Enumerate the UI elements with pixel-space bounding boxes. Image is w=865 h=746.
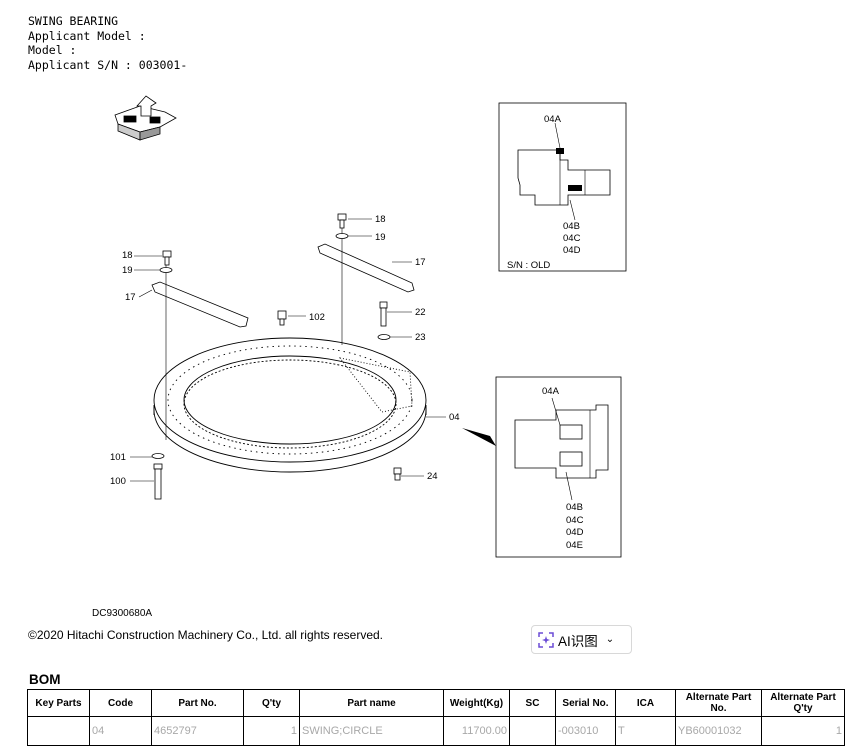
callout-04: 04 [449, 412, 460, 423]
inset-top-note: S/N : OLD [507, 260, 550, 271]
cell-ica: T [615, 716, 676, 746]
inset-bottom-04e: 04E [566, 540, 583, 551]
callout-24: 24 [427, 471, 438, 482]
cell-serial-no: -003010 [555, 716, 616, 746]
parts-diagram: 04A 04B 04C 04D S/N : OLD 04A 04B 04C 04… [110, 95, 627, 558]
col-sc: SC [509, 689, 556, 717]
chevron-down-icon: ⌄ [605, 634, 615, 645]
col-alt-part-qty: Alternate Part Q'ty [761, 689, 845, 717]
callout-19-right: 19 [375, 232, 386, 243]
inset-top-04d: 04D [563, 245, 581, 256]
cell-alt-part-no[interactable]: YB60001032 [675, 716, 762, 746]
bom-table: Key Parts Code Part No. Q'ty Part name W… [27, 689, 845, 746]
callout-101: 101 [110, 452, 126, 463]
cell-part-name: SWING;CIRCLE [299, 716, 444, 746]
cell-alt-part-qty: 1 [761, 716, 845, 746]
applicant-model-label: Applicant Model : [28, 28, 146, 43]
cell-sc [509, 716, 556, 746]
callout-23: 23 [415, 332, 426, 343]
bracket-right [317, 226, 415, 345]
col-weight: Weight(Kg) [443, 689, 510, 717]
cell-key-parts [27, 716, 90, 746]
cell-qty: 1 [243, 716, 300, 746]
applicant-sn-label: Applicant S/N : 003001- [28, 57, 188, 72]
table-row[interactable]: 04 4652797 1 SWING;CIRCLE 11700.00 -0030… [27, 716, 845, 746]
drawing-code: DC9300680A [92, 608, 153, 619]
callout-102: 102 [309, 312, 325, 323]
callout-18-right: 18 [375, 214, 386, 225]
detail-pointer [462, 428, 496, 446]
inset-top-04a: 04A [544, 114, 562, 125]
col-qty: Q'ty [243, 689, 300, 717]
callout-19-left: 19 [122, 265, 133, 276]
copyright-notice: ©2020 Hitachi Construction Machinery Co.… [28, 628, 384, 642]
bom-header-row: Key Parts Code Part No. Q'ty Part name W… [27, 689, 845, 717]
cell-weight: 11700.00 [443, 716, 510, 746]
inset-top-04b: 04B [563, 221, 580, 232]
bom-title: BOM [29, 672, 61, 687]
model-label: Model : [28, 43, 77, 58]
col-code: Code [89, 689, 152, 717]
inset-detail-old [498, 102, 627, 272]
inset-bottom-04b: 04B [566, 502, 583, 513]
bracket-left [151, 263, 249, 440]
cell-part-no[interactable]: 4652797 [151, 716, 244, 746]
col-part-name: Part name [299, 689, 444, 717]
callout-18-left: 18 [122, 250, 133, 261]
drawing-title: SWING BEARING [28, 14, 119, 28]
cell-code: 04 [89, 716, 152, 746]
col-serial-no: Serial No. [555, 689, 616, 717]
orientation-pictogram [114, 95, 177, 141]
callout-17-right: 17 [415, 257, 426, 268]
col-part-no: Part No. [151, 689, 244, 717]
callout-22: 22 [415, 307, 426, 318]
callout-17-left: 17 [125, 292, 136, 303]
inset-detail-new [495, 376, 622, 558]
col-key-parts: Key Parts [27, 689, 90, 717]
inset-bottom-04a: 04A [542, 386, 560, 397]
leader-lines [130, 218, 446, 482]
inset-top-04c: 04C [563, 233, 581, 244]
callout-100: 100 [110, 476, 126, 487]
col-ica: ICA [615, 689, 676, 717]
inset-bottom-04c: 04C [566, 515, 584, 526]
swing-circle-ring [153, 337, 427, 473]
ai-scan-icon [538, 631, 554, 648]
inset-bottom-04d: 04D [566, 527, 584, 538]
ai-recognize-button[interactable]: AI识图 ⌄ [531, 625, 632, 654]
fasteners [151, 213, 402, 500]
ai-recognize-label: AI识图 [558, 633, 598, 649]
col-alt-part-no: Alternate Part No. [675, 689, 762, 717]
